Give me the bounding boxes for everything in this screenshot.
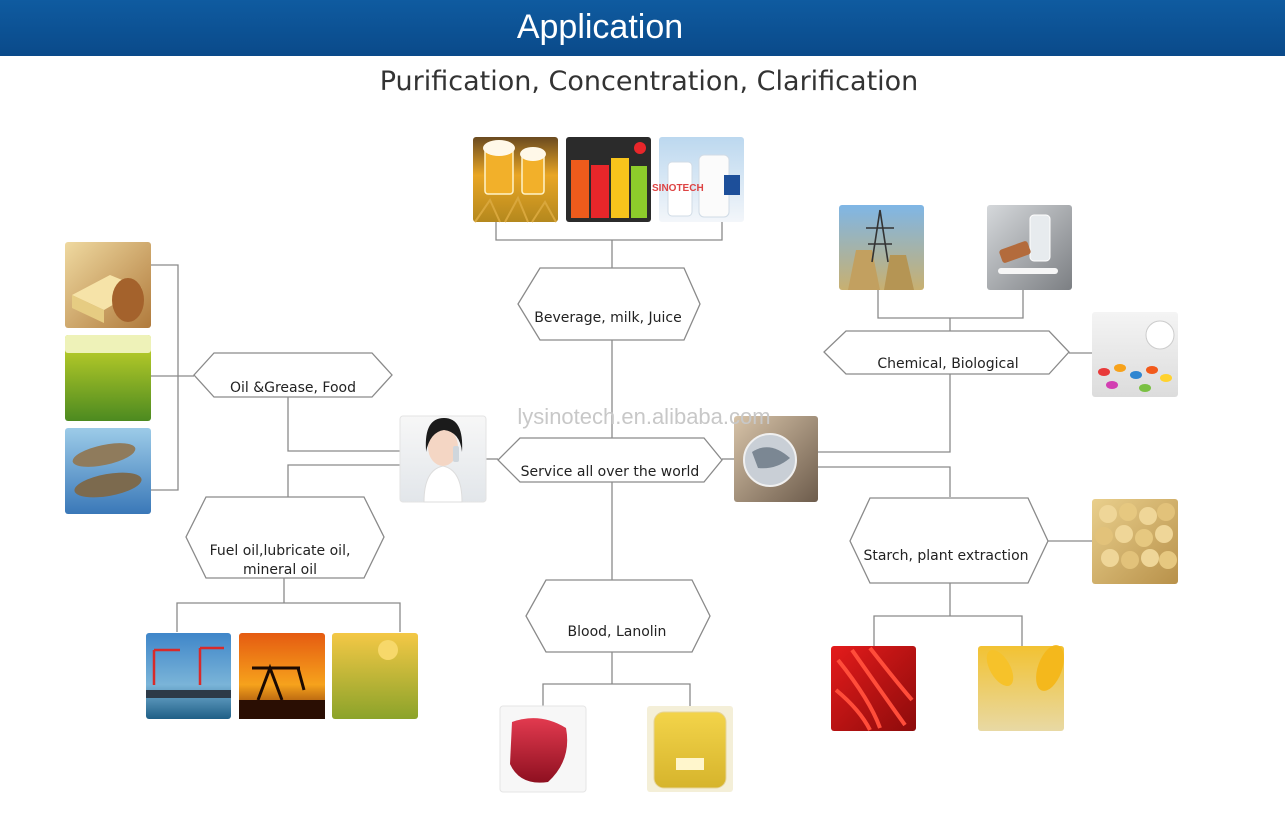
page-title: Application [516,8,684,46]
site-watermark: lysinotech.en.alibaba.com [517,404,770,429]
corn-photo [978,645,1064,731]
soybeans-photo [1092,499,1178,584]
hex-chemical-label: Chemical, Biological [877,356,1018,372]
hex-beverage: Beverage, milk, Juice [517,267,701,341]
juice-photo [566,137,651,222]
hex-center: Service all over the world [497,437,723,483]
customer-service-photo [399,415,487,503]
milk-photo: SINOTECH [652,137,744,222]
harbor-photo [146,633,231,719]
hex-fuel-oil: Fuel oil,lubricate oil, mineral oil [185,496,385,579]
oil-pump-photo [239,633,325,719]
globe-in-hands-photo [734,416,818,502]
butter-photo [65,242,151,328]
hex-starch-label: Starch, plant extraction [863,548,1028,564]
hex-beverage-label: Beverage, milk, Juice [534,310,681,326]
header-banner: Application [0,0,1285,56]
rapeseed-oil-photo [332,633,418,719]
subtitle: Purification, Concentration, Clarificati… [379,66,919,97]
fish-photo [65,428,151,514]
chili-peppers-photo [831,646,916,731]
hex-blood: Blood, Lanolin [525,579,711,653]
rapeseed-field-photo [65,335,151,421]
beer-photo [473,137,558,223]
photo-watermark: SINOTECH [652,183,704,194]
hex-fuel-oil-label-2: mineral oil [243,562,317,578]
hex-oil-grease-label: Oil &Grease, Food [230,380,356,396]
hex-starch: Starch, plant extraction [849,497,1049,584]
lanolin-jar-photo [647,706,733,792]
power-tower-photo [839,205,924,290]
medicine-vials-photo [987,205,1072,290]
hex-fuel-oil-label-1: Fuel oil,lubricate oil, [210,543,351,559]
hex-center-label: Service all over the world [521,464,700,480]
hex-blood-label: Blood, Lanolin [568,624,667,640]
blood-bag-photo [499,705,587,793]
hex-chemical: Chemical, Biological [823,330,1070,375]
hex-oil-grease: Oil &Grease, Food [193,352,393,398]
pills-photo [1092,312,1178,397]
connector-lines [151,222,1092,706]
